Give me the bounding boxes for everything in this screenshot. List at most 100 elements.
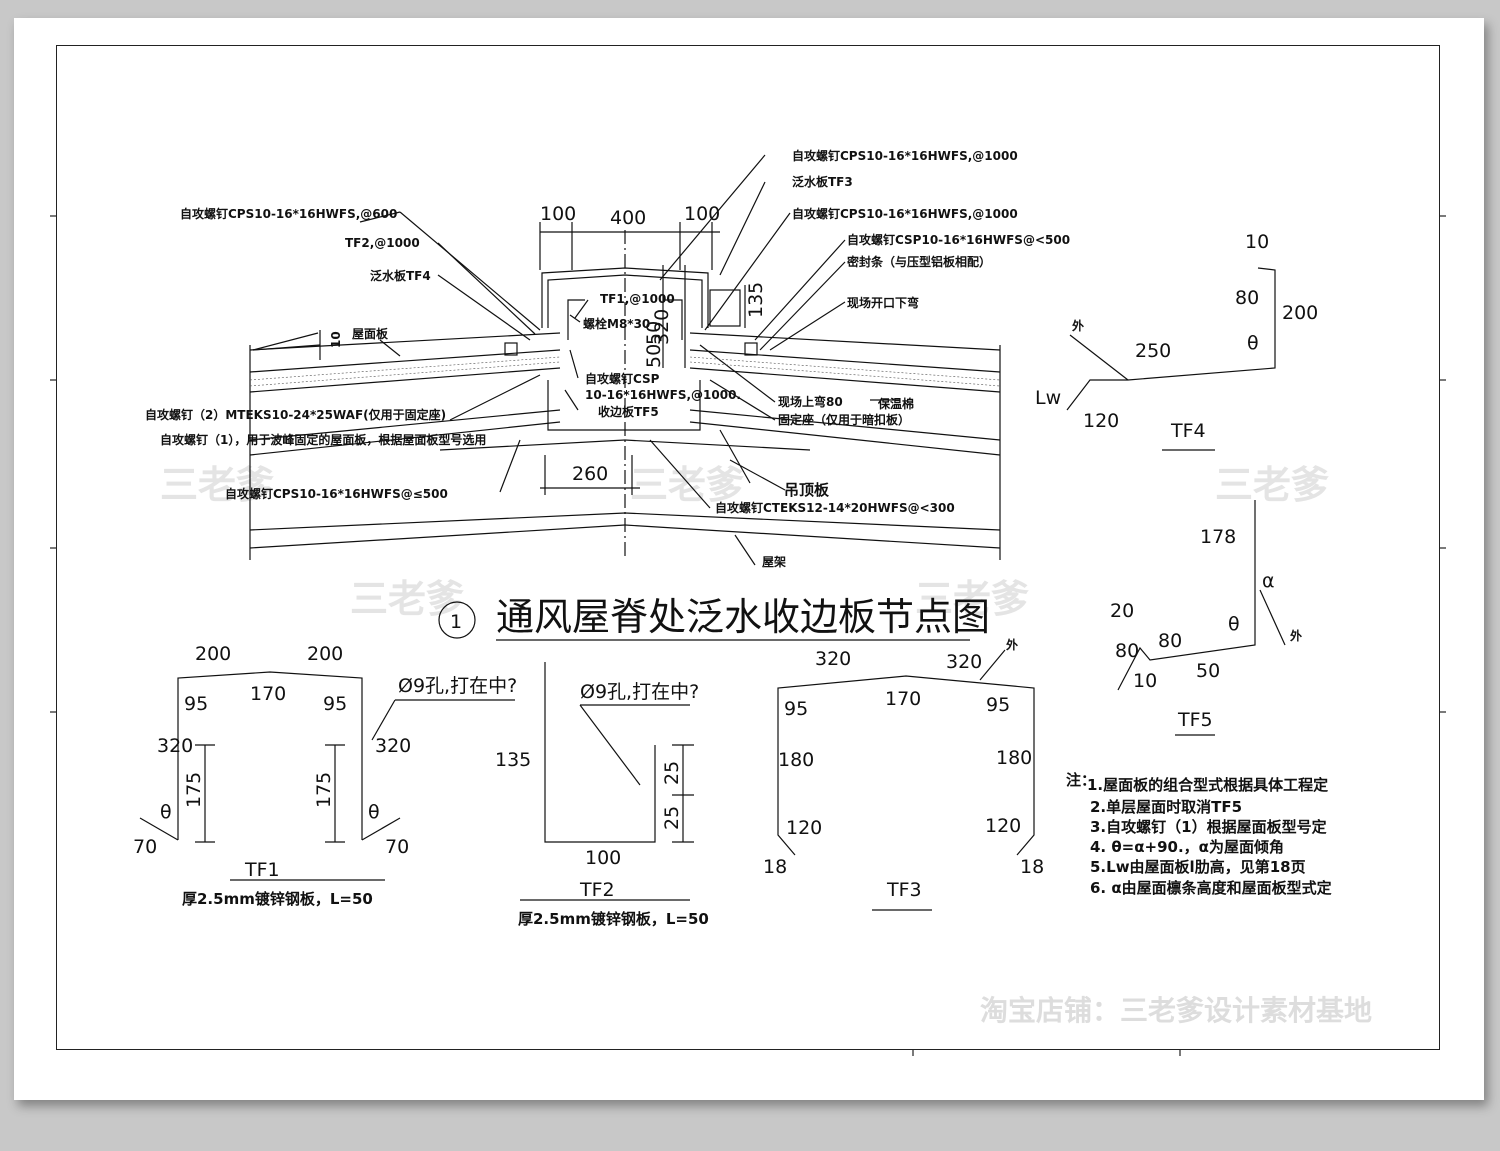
tf1-d95b: 95 xyxy=(323,693,347,715)
tf1-label: TF1 xyxy=(244,859,280,881)
notes-prefix: 注： xyxy=(1066,771,1096,789)
watermark-2: 三老爹 xyxy=(350,577,464,621)
tf5-shape xyxy=(1117,500,1286,736)
tf2-d25a: 25 xyxy=(661,761,683,785)
tf4-d200: 200 xyxy=(1282,302,1318,324)
callout-l1: 自攻螺钉CPS10-16*16HWFS,@600 xyxy=(180,206,397,221)
note-2: 2.单层屋面时取消TF5 xyxy=(1090,798,1242,816)
watermark-5: 三老爹 xyxy=(1215,463,1329,507)
tf4-out: 外 xyxy=(1072,318,1084,333)
tf3-d180a: 180 xyxy=(778,749,814,771)
tf1-d95a: 95 xyxy=(184,693,208,715)
watermark-4: 三老爹 xyxy=(915,577,1029,621)
tf4-lw: Lw xyxy=(1035,387,1061,409)
tf5-theta: θ xyxy=(1228,613,1240,635)
note-3: 3.自攻螺钉（1）根据屋面板型号定 xyxy=(1090,818,1327,836)
page-title: 通风屋脊处泛水收边板节点图 xyxy=(496,595,990,639)
tf3-d120a: 120 xyxy=(786,817,822,839)
tf5-alpha: α xyxy=(1262,570,1275,592)
tf5-d20: 20 xyxy=(1110,600,1134,622)
note-6: 6. α由屋面檩条高度和屋面板型式定 xyxy=(1090,879,1332,897)
callout-l3: 泛水板TF4 xyxy=(370,268,431,283)
callout-l7: 自攻螺钉CPS10-16*16HWFS@≤500 xyxy=(225,486,448,501)
dim-260: 260 xyxy=(572,463,608,485)
tf4-d10: 10 xyxy=(1245,231,1269,253)
tf1-d320a: 320 xyxy=(157,735,193,757)
callout-l5: 自攻螺钉（2）MTEKS10-24*25WAF(仅用于固定座) xyxy=(145,407,446,422)
tf3-label: TF3 xyxy=(886,879,922,901)
tf2-d135: 135 xyxy=(495,749,531,771)
tf5-d10: 10 xyxy=(1133,670,1157,692)
tf4-label: TF4 xyxy=(1170,420,1206,442)
callout-m4: 10-16*16HWFS,@1000. xyxy=(585,388,741,402)
tf2-label: TF2 xyxy=(579,879,615,901)
tf3-d180b: 180 xyxy=(996,747,1032,769)
tf1-d170: 170 xyxy=(250,683,286,705)
tf2-hole: Ø9孔,打在中? xyxy=(580,681,699,703)
callout-m2: 螺栓M8*30 xyxy=(583,316,650,331)
callout-m5: 收边板TF5 xyxy=(598,404,659,419)
tf3-d18a: 18 xyxy=(763,856,787,878)
tf1-spec: 厚2.5mm镀锌钢板，L=50 xyxy=(182,890,373,908)
note-4: 4. θ=α+90.，α为屋面倾角 xyxy=(1090,838,1284,856)
dim-10: 10 xyxy=(329,331,343,348)
tf5-d178: 178 xyxy=(1200,526,1236,548)
dim-320: 320 xyxy=(651,309,673,345)
callout-c3: 自攻螺钉CPS10-16*16HWFS,@1000 xyxy=(792,206,1018,221)
tf3-d320a: 320 xyxy=(815,648,851,670)
tf2-spec: 厚2.5mm镀锌钢板，L=50 xyxy=(518,910,709,928)
tf1-hole: Ø9孔,打在中? xyxy=(398,675,517,697)
note-1: 1.屋面板的组合型式根据具体工程定 xyxy=(1087,776,1328,794)
tf3-out: 外 xyxy=(1006,637,1018,652)
tf4-d80: 80 xyxy=(1235,287,1259,309)
tf1-d70a: 70 xyxy=(133,836,157,858)
dim-50a: 50 xyxy=(643,321,665,345)
tf1-d200b: 200 xyxy=(307,643,343,665)
dim-100a: 100 xyxy=(540,203,576,225)
drawing-sheet xyxy=(14,18,1484,1100)
tf2-d100: 100 xyxy=(585,847,621,869)
tf1-theta2: θ xyxy=(368,801,380,823)
tf1-theta1: θ xyxy=(160,801,172,823)
tf1-d200a: 200 xyxy=(195,643,231,665)
tf4-d120: 120 xyxy=(1083,410,1119,432)
tf5-d50: 50 xyxy=(1196,660,1220,682)
callout-l2: TF2,@1000 xyxy=(345,236,420,250)
callout-r5: 自攻螺钉CTEKS12-14*20HWFS@<300 xyxy=(715,500,955,515)
title-number: 1 xyxy=(450,611,462,633)
tf2-d25b: 25 xyxy=(661,806,683,830)
tf3-shape xyxy=(777,649,1035,911)
callout-r1: 现场上弯80 xyxy=(778,394,843,409)
dim-50b: 50 xyxy=(643,344,665,368)
callout-r3: 保温棉 xyxy=(877,396,914,411)
callout-m3: 自攻螺钉CSP xyxy=(585,371,660,386)
callout-l4: 屋面板 xyxy=(352,326,389,341)
tf4-shape xyxy=(1066,267,1276,451)
tf3-d170: 170 xyxy=(885,688,921,710)
callout-r6: 屋架 xyxy=(762,554,786,569)
dim-100b: 100 xyxy=(684,203,720,225)
tf3-d18b: 18 xyxy=(1020,856,1044,878)
note-5: 5.Lw由屋面板l肋高，见第18页 xyxy=(1090,858,1306,876)
watermark-3: 三老爹 xyxy=(630,463,744,507)
callout-c4: 自攻螺钉CSP10-16*16HWFS@<500 xyxy=(847,232,1070,247)
callout-r4: 吊顶板 xyxy=(784,481,830,499)
tf3-d95b: 95 xyxy=(986,694,1010,716)
tf5-out: 外 xyxy=(1290,628,1302,643)
dim-135: 135 xyxy=(745,282,767,318)
ridge-detail xyxy=(249,154,1001,566)
frame-ticks xyxy=(50,215,1446,1056)
callout-l6: 自攻螺钉（1），用于波峰固定的屋面板，根据屋面板型号选用 xyxy=(160,432,486,447)
tf5-d80a: 80 xyxy=(1115,640,1139,662)
callout-c6: 现场开口下弯 xyxy=(847,295,919,310)
callout-c5: 密封条（与压型铝板相配） xyxy=(847,254,991,269)
tf1-d175b: 175 xyxy=(313,772,335,808)
tf4-d250: 250 xyxy=(1135,340,1171,362)
tf3-d120b: 120 xyxy=(985,815,1021,837)
watermark-1: 三老爹 xyxy=(160,463,274,507)
tf1-d70b: 70 xyxy=(385,836,409,858)
title-circle xyxy=(438,601,476,639)
tf5-d80b: 80 xyxy=(1158,630,1182,652)
watermark-shop: 淘宝店铺：三老爹设计素材基地 xyxy=(980,994,1372,1027)
tf1-shape xyxy=(139,671,515,881)
